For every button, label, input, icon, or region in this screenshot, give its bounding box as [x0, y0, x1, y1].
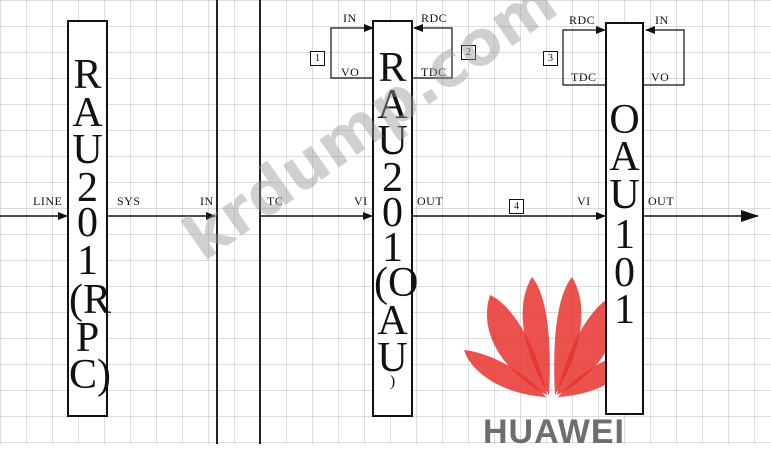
rau201-oau-char: A	[377, 298, 408, 344]
separator-line	[216, 0, 218, 444]
oau101-char: 1	[614, 212, 635, 258]
rau201-rpc-char: 1	[77, 238, 98, 284]
rau201-oau-char: 1	[382, 225, 403, 271]
loop-label-tdc: TDC	[421, 65, 447, 79]
rau201-oau-char: R	[378, 45, 407, 91]
oau101-char: A	[609, 134, 640, 180]
oau101-char: 0	[614, 250, 635, 296]
oau101-char: O	[609, 97, 640, 143]
loop-label-rdc: RDC	[421, 11, 448, 25]
marker-box: 2	[461, 45, 476, 60]
rau201-oau-block: R A U 2 0 1 (O A U )	[372, 20, 419, 417]
port-label-out: OUT	[417, 194, 444, 208]
loop-label-in: IN	[343, 11, 357, 25]
rau201-oau-char: )	[389, 373, 396, 390]
rau201-oau-char: (O	[374, 260, 419, 306]
rau201-rpc-char: R	[73, 52, 102, 98]
loop-1-wire	[330, 24, 374, 79]
loop-label-in: IN	[655, 13, 669, 27]
oau101-block: O A U 1 0 1	[605, 22, 644, 415]
marker-box: 1	[310, 51, 325, 66]
rau201-oau-char: A	[377, 82, 408, 128]
oau101-char: 1	[614, 287, 635, 333]
loop-label-vo: VO	[651, 70, 670, 84]
oau101-char: U	[609, 172, 640, 218]
loop-label-vo: VO	[341, 65, 360, 79]
loop-label-rdc: RDC	[569, 13, 596, 27]
port-label-in: IN	[200, 194, 214, 208]
marker-box: 3	[543, 51, 558, 66]
rau201-oau-char: U	[377, 118, 408, 164]
marker-box: 4	[509, 199, 524, 214]
rau201-rpc-char: P	[75, 315, 100, 361]
huawei-logo-text: HUAWEI	[483, 413, 625, 451]
rau201-rpc-char: (R	[69, 277, 111, 323]
loop-2-wire	[413, 24, 453, 79]
loop-4-wire	[644, 26, 685, 86]
rau201-oau-char: 0	[382, 190, 403, 236]
separator-line	[259, 0, 261, 444]
port-label-line: LINE	[33, 194, 63, 208]
port-label-sys: SYS	[117, 194, 141, 208]
port-label-tc: TC	[267, 194, 284, 208]
huawei-logo-petals	[464, 277, 640, 397]
rau201-oau-char: U	[377, 335, 408, 381]
rau201-oau-char: 2	[382, 155, 403, 201]
port-label-out: OUT	[648, 194, 675, 208]
port-label-vi: VI	[354, 194, 368, 208]
rau201-rpc-char: 0	[77, 200, 98, 246]
port-label-vi: VI	[577, 194, 591, 208]
rau201-rpc-char: C)	[69, 352, 111, 398]
rau201-rpc-block: R A U 2 0 1 (R P C)	[67, 20, 111, 417]
rau201-rpc-char: 2	[77, 165, 98, 211]
rau201-rpc-char: A	[72, 90, 103, 136]
loop-label-tdc: TDC	[571, 70, 597, 84]
rau201-rpc-char: U	[72, 127, 103, 173]
loop-3-wire	[562, 26, 606, 86]
